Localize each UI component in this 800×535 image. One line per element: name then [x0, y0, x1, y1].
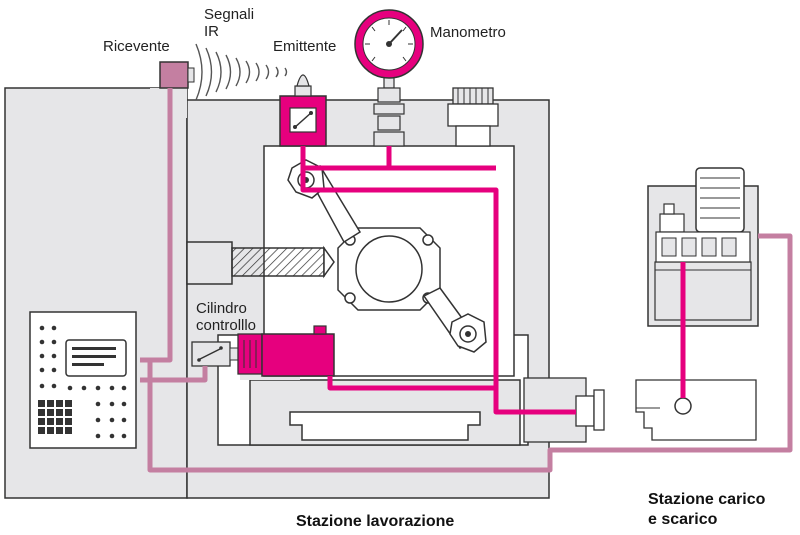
ir-signal-waves: [195, 43, 288, 101]
ir-receiver: [159, 61, 195, 89]
clamp-arm-lower: [422, 287, 487, 353]
hydraulic-power-unit: [647, 167, 759, 327]
label-stazione-carico-1: Stazione carico: [648, 491, 766, 508]
signal-cable: [140, 88, 793, 473]
ir-emitter-valve: [279, 74, 327, 147]
label-manometro: Manometro: [430, 24, 506, 41]
label-segnali-ir-2: IR: [204, 23, 219, 40]
label-ricevente: Ricevente: [103, 38, 170, 55]
control-panel: [29, 311, 137, 449]
label-stazione-lavorazione: Stazione lavorazione: [296, 513, 455, 530]
pressure-gauge: [354, 9, 424, 147]
label-stazione-carico-2: e scarico: [648, 511, 718, 528]
label-cilindro-1: Cilindro: [196, 300, 247, 317]
hydraulic-coupling-top: [447, 87, 499, 147]
label-segnali-ir-1: Segnali: [204, 6, 255, 23]
label-emittente: Emittente: [273, 38, 337, 55]
hydraulic-line: [300, 146, 686, 415]
loading-station-base: [635, 379, 757, 441]
label-cilindro-2: controlllo: [196, 317, 257, 334]
control-cylinder: [191, 325, 335, 377]
